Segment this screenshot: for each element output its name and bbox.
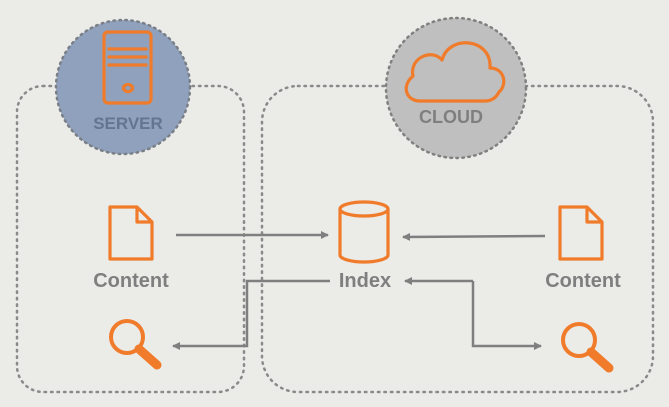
server-badge: SERVER: [54, 18, 192, 156]
server-tower-icon: [102, 30, 153, 105]
cloud-content-to-index-arrow: [402, 232, 546, 241]
index-to-server-search-arrow: [172, 279, 330, 350]
cloud-magnifier-icon: [561, 322, 614, 373]
server-magnifier-icon: [109, 319, 162, 370]
index-label: Index: [339, 270, 391, 292]
index-database-icon: [338, 200, 390, 264]
cloud-document-icon: [558, 205, 604, 261]
server-document-icon: [108, 205, 154, 261]
cloud-icon: [404, 41, 506, 103]
cloud-badge: CLOUD: [384, 16, 528, 160]
server-badge-label: SERVER: [93, 114, 163, 133]
cloud-region: [260, 84, 655, 394]
cloud-badge-label: CLOUD: [419, 107, 483, 127]
cloud-search-index-arrow: [471, 281, 542, 350]
server-content-label: Content: [93, 270, 169, 292]
server-region: [15, 84, 246, 394]
cloud-content-label: Content: [545, 270, 621, 292]
